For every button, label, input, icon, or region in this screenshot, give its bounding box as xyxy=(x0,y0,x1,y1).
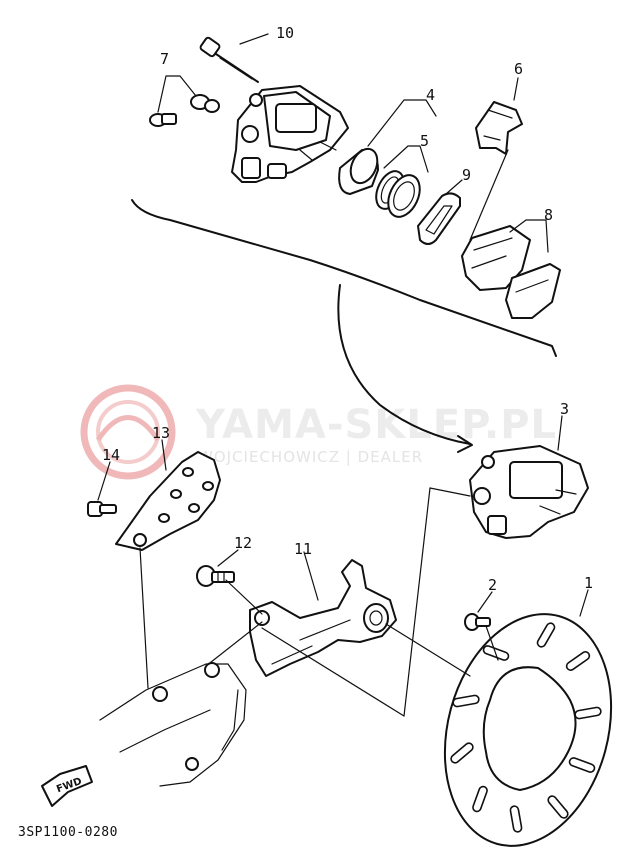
leader-8 xyxy=(509,219,549,253)
part-14-bolt xyxy=(87,501,117,517)
assembly-bracket xyxy=(131,199,557,357)
part-13-guard xyxy=(115,451,221,551)
callout-10: 10 xyxy=(276,24,294,42)
part-6-clip xyxy=(475,101,523,155)
part-3-caliper xyxy=(469,445,589,539)
leader-10 xyxy=(239,33,269,45)
swingarm-outline xyxy=(99,662,247,787)
callout-13: 13 xyxy=(152,424,170,442)
watermark: YAMA-SKLEP.PL WOJCIECHOWICZ | DEALER xyxy=(80,384,557,480)
part-1-brake-disc xyxy=(443,613,613,847)
part-5-seals xyxy=(375,170,421,218)
leader-11 xyxy=(303,551,319,601)
leader-7 xyxy=(157,75,197,113)
part-9-gasket xyxy=(417,192,461,245)
callout-11: 11 xyxy=(294,540,312,558)
leader-1 xyxy=(579,589,589,617)
assembly-arrow xyxy=(337,284,473,453)
part-7-bleed-screws xyxy=(149,94,220,127)
leader-4 xyxy=(367,99,437,147)
part-2-bolt xyxy=(464,613,491,631)
upper-caliper xyxy=(231,85,349,183)
leader-2 xyxy=(477,591,493,613)
callout-5: 5 xyxy=(420,132,429,150)
watermark-title: YAMA-SKLEP.PL xyxy=(195,402,557,448)
leader-9 xyxy=(445,179,463,195)
callout-1: 1 xyxy=(584,574,593,592)
link-6-8 xyxy=(469,149,509,241)
callouts: 10 7 6 4 5 9 8 3 13 14 12 11 2 1 xyxy=(102,24,593,594)
leader-12 xyxy=(217,549,239,567)
watermark-logo-icon xyxy=(80,384,176,480)
callout-9: 9 xyxy=(462,166,471,184)
callout-6: 6 xyxy=(514,60,523,78)
part-8-pads xyxy=(461,225,561,319)
leader-5 xyxy=(383,145,429,173)
callout-3: 3 xyxy=(560,400,569,418)
leader-13 xyxy=(161,439,167,471)
fwd-arrow-icon: FWD xyxy=(41,765,93,807)
figure-code: 3SP1100-0280 xyxy=(18,825,118,840)
callout-4: 4 xyxy=(426,86,435,104)
callout-2: 2 xyxy=(488,576,497,594)
callout-12: 12 xyxy=(234,534,252,552)
part-12-bolt xyxy=(196,565,235,587)
callout-8: 8 xyxy=(544,206,553,224)
callout-7: 7 xyxy=(160,50,169,68)
part-4-piston xyxy=(338,147,379,195)
leader-3 xyxy=(557,415,563,451)
part-10-bolt xyxy=(199,36,259,83)
callout-14: 14 xyxy=(102,446,120,464)
leader-14 xyxy=(97,461,111,501)
leader-6 xyxy=(513,77,519,101)
watermark-subtitle: WOJCIECHOWICZ | DEALER xyxy=(198,448,423,466)
assembly-lines xyxy=(139,487,499,717)
part-11-bracket xyxy=(249,559,397,677)
